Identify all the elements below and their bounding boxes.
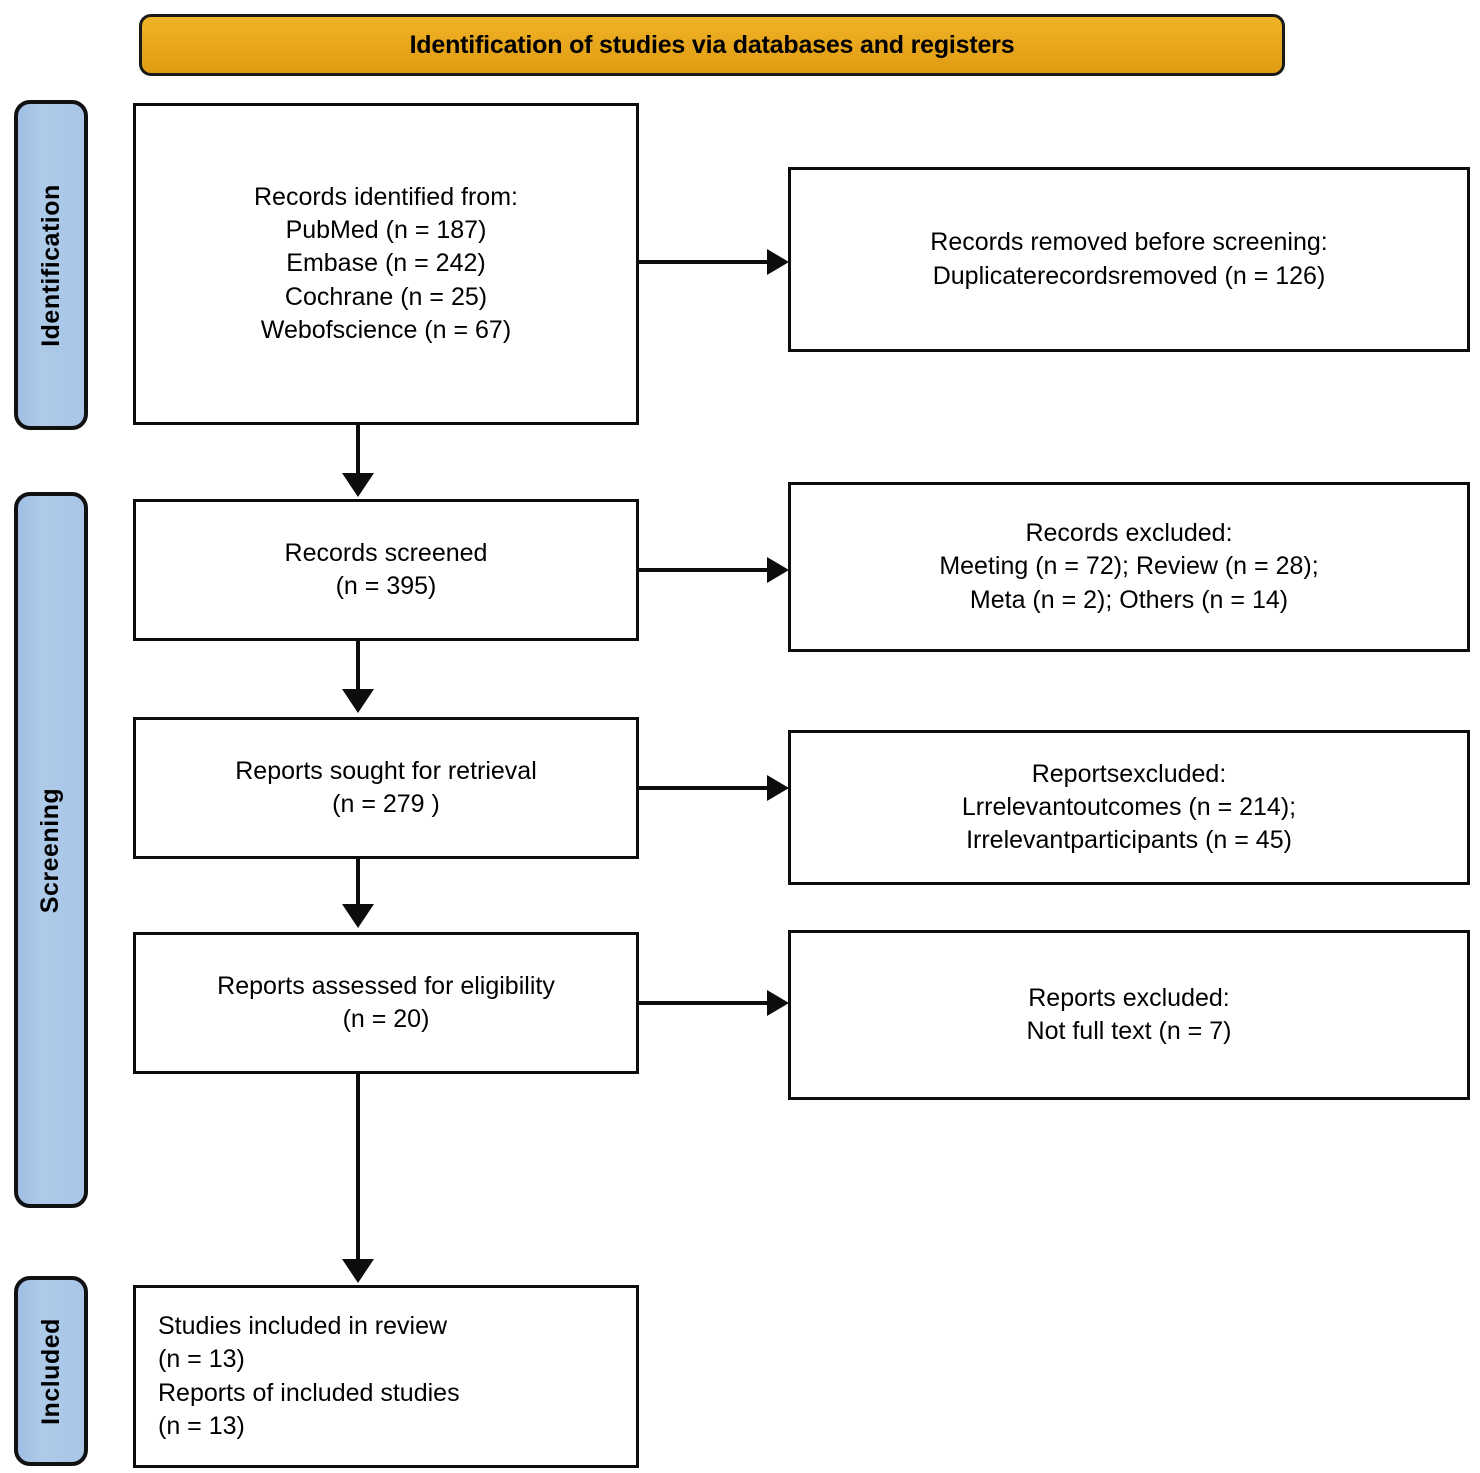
arrow-down-icon: [342, 904, 374, 928]
box-reports-excluded-retrieval: Reportsexcluded: Lrrelevantoutcomes (n =…: [788, 730, 1470, 885]
box-reports-excluded-fulltext-text: Reports excluded: Not full text (n = 7): [1026, 983, 1232, 1045]
box-records-screened-text: Records screened (n = 395): [284, 538, 488, 600]
arrow-right-icon: [767, 990, 789, 1016]
box-reports-assessed-text: Reports assessed for eligibility (n = 20…: [217, 971, 555, 1033]
box-records-identified: Records identified from: PubMed (n = 187…: [133, 103, 639, 425]
arrow-down-icon: [342, 473, 374, 497]
connector-assessed-to-excluded: [639, 1001, 769, 1005]
box-records-removed: Records removed before screening: Duplic…: [788, 167, 1470, 352]
stage-label-included-text: Included: [36, 1317, 65, 1425]
box-reports-excluded-retrieval-text: Reportsexcluded: Lrrelevantoutcomes (n =…: [961, 759, 1297, 855]
stage-label-identification: Identification: [14, 100, 88, 430]
diagram-title: Identification of studies via databases …: [409, 30, 1015, 59]
connector-screened-to-excluded: [639, 568, 769, 572]
diagram-header-banner: Identification of studies via databases …: [139, 14, 1285, 76]
box-records-removed-text: Records removed before screening: Duplic…: [930, 228, 1328, 290]
box-records-identified-text: Records identified from: PubMed (n = 187…: [253, 182, 518, 344]
arrow-down-icon: [342, 689, 374, 713]
box-records-excluded-text: Records excluded: Meeting (n = 72); Revi…: [939, 519, 1319, 614]
arrow-right-icon: [767, 775, 789, 801]
box-records-screened: Records screened (n = 395): [133, 499, 639, 641]
box-reports-assessed: Reports assessed for eligibility (n = 20…: [133, 932, 639, 1074]
connector-sought-to-assessed: [356, 859, 360, 908]
arrow-down-icon: [342, 1259, 374, 1283]
stage-label-screening-text: Screening: [36, 787, 65, 913]
box-reports-excluded-fulltext: Reports excluded: Not full text (n = 7): [788, 930, 1470, 1100]
stage-label-identification-text: Identification: [36, 183, 65, 347]
stage-label-screening: Screening: [14, 492, 88, 1208]
connector-identified-to-removed: [639, 260, 769, 264]
box-records-excluded: Records excluded: Meeting (n = 72); Revi…: [788, 482, 1470, 652]
box-reports-sought: Reports sought for retrieval (n = 279 ): [133, 717, 639, 859]
arrow-right-icon: [767, 557, 789, 583]
connector-screened-to-sought: [356, 641, 360, 693]
stage-label-included: Included: [14, 1276, 88, 1466]
box-reports-sought-text: Reports sought for retrieval (n = 279 ): [235, 756, 537, 818]
box-studies-included: Studies included in review (n = 13) Repo…: [133, 1285, 639, 1468]
connector-identified-to-screened: [356, 425, 360, 477]
connector-sought-to-excluded: [639, 786, 769, 790]
box-studies-included-text: Studies included in review (n = 13) Repo…: [158, 1312, 460, 1440]
arrow-right-icon: [767, 249, 789, 275]
connector-assessed-to-included: [356, 1074, 360, 1263]
